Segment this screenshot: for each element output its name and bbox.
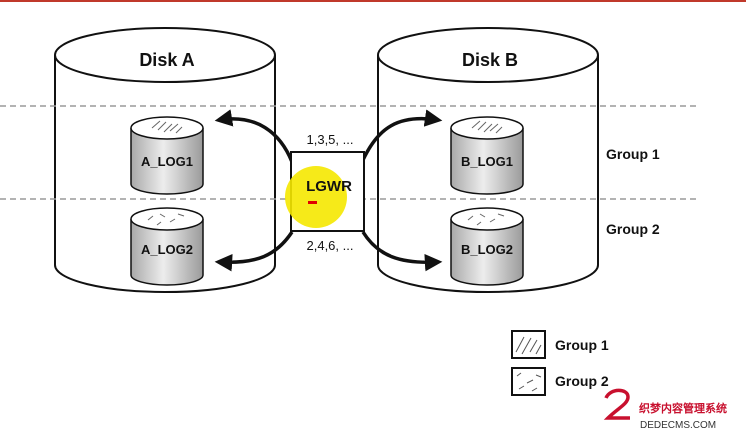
arrow-to-a-log1 <box>214 109 294 163</box>
lgwr-label: LGWR <box>306 178 352 195</box>
legend-group-1-hatch-icon <box>515 336 542 355</box>
a-log2-label: A_LOG2 <box>141 242 193 257</box>
a-log2-member: A_LOG2 <box>130 207 204 286</box>
legend-item-group-1: Group 1 <box>511 330 609 359</box>
lgwr-process: LGWR <box>285 151 365 232</box>
disk-b-title: Disk B <box>462 50 518 70</box>
a-log1-label: A_LOG1 <box>141 154 193 169</box>
b-log2-member: B_LOG2 <box>450 207 524 286</box>
a-log1-member: A_LOG1 <box>130 116 204 195</box>
watermark-site-name: 织梦内容管理系统 <box>639 401 727 415</box>
disk-a-title: Disk A <box>139 50 194 70</box>
arrow-to-a-log2 <box>214 231 294 272</box>
watermark-site-url: DEDECMS.COM <box>640 420 716 431</box>
legend-group-2-label: Group 2 <box>555 373 609 389</box>
group-1-label: Group 1 <box>606 146 660 162</box>
legend: Group 1 Group 2 <box>511 330 609 396</box>
b-log1-label: B_LOG1 <box>461 154 513 169</box>
top-border-line <box>0 0 746 2</box>
b-log2-label: B_LOG2 <box>461 242 513 257</box>
group-2-label: Group 2 <box>606 221 660 237</box>
even-sequence-label: 2,4,6, ... <box>307 238 354 253</box>
legend-item-group-2: Group 2 <box>511 367 609 396</box>
arrow-to-b-log1 <box>361 109 443 161</box>
legend-group-1-label: Group 1 <box>555 337 609 353</box>
group-2-hatch-icon <box>147 213 185 226</box>
cursor-highlight <box>285 166 347 228</box>
watermark: 织梦内容管理系统 DEDECMS.COM <box>603 388 727 431</box>
watermark-logo-icon <box>603 388 630 420</box>
odd-sequence-label: 1,3,5, ... <box>307 132 354 147</box>
legend-group-2-hatch-icon <box>516 372 542 392</box>
b-log1-member: B_LOG1 <box>450 116 524 195</box>
group-2-hatch-icon <box>467 213 505 226</box>
group-1-hatch-icon <box>471 120 503 134</box>
group-1-hatch-icon <box>151 120 183 134</box>
arrow-to-b-log2 <box>361 231 443 272</box>
cursor-mark-icon <box>308 201 317 204</box>
